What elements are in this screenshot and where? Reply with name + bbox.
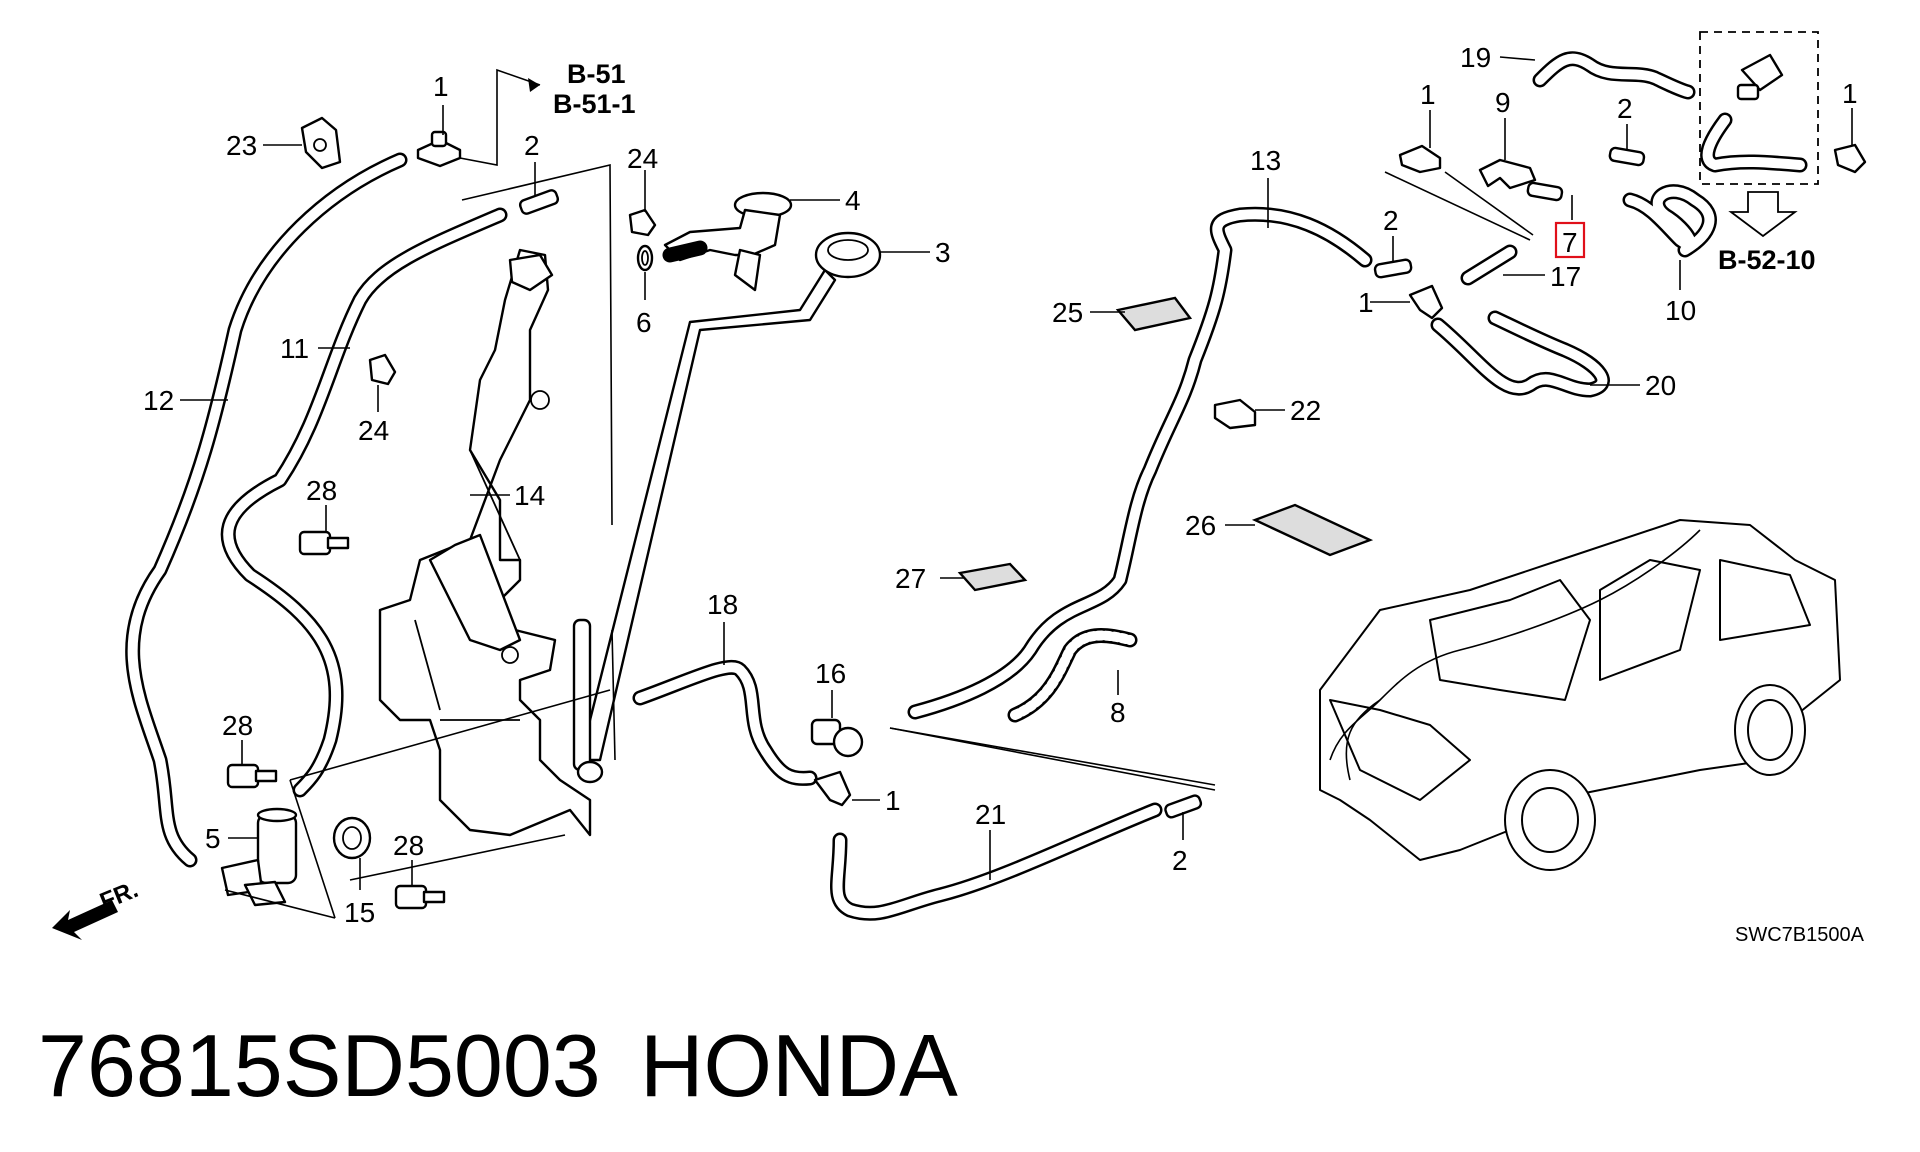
label-14: 14 (514, 480, 545, 511)
label-16: 16 (815, 658, 846, 689)
footer-part-number: 76815SD5003 (38, 1016, 601, 1115)
cap-3 (814, 231, 882, 279)
label-18: 18 (707, 589, 738, 620)
hose-20 (1430, 310, 1610, 398)
hose-17 (1460, 244, 1518, 286)
label-28b: 28 (222, 710, 253, 741)
label-23: 23 (226, 130, 257, 161)
pad-26 (1251, 503, 1374, 557)
clip-23 (300, 116, 342, 170)
label-2c: 2 (1383, 205, 1399, 236)
connector-2c (1373, 258, 1413, 279)
pump-5 (220, 807, 298, 907)
label-28a: 28 (306, 475, 337, 506)
label-6: 6 (636, 307, 652, 338)
hose-19 (1532, 51, 1696, 100)
filler-neck-4 (662, 191, 793, 292)
label-28c: 28 (393, 830, 424, 861)
label-17: 17 (1550, 261, 1581, 292)
label-12: 12 (143, 385, 174, 416)
label-19: 19 (1460, 42, 1491, 73)
clip-24b (368, 353, 397, 386)
o-ring-6 (636, 244, 654, 272)
joint-1b (813, 770, 852, 807)
label-13: 13 (1250, 145, 1281, 176)
car-illustration (1319, 519, 1841, 871)
joint-1a (416, 130, 462, 168)
connector-7 (1526, 181, 1564, 202)
label-26: 26 (1185, 510, 1216, 541)
bolt-28b (226, 763, 278, 789)
diagram-code: SWC7B1500A (1735, 924, 1865, 946)
connector-2d (1608, 146, 1646, 167)
corrugated-tube-8 (1007, 628, 1138, 723)
hose-13 (907, 206, 1373, 720)
label-9: 9 (1495, 87, 1511, 118)
pad-25 (1115, 296, 1193, 332)
clip-24a (628, 208, 657, 237)
label-8: 8 (1110, 697, 1126, 728)
label-4: 4 (845, 185, 861, 216)
pad-27 (957, 562, 1028, 592)
hose-11 (220, 207, 508, 798)
washer-tank (378, 248, 592, 837)
hose-21 (830, 802, 1163, 921)
label-15: 15 (344, 897, 375, 928)
inset-nozzle (1699, 31, 1819, 185)
grommet-16 (810, 718, 864, 758)
label-5: 5 (205, 823, 221, 854)
joint-9 (1478, 158, 1537, 190)
label-7: 7 (1562, 227, 1578, 258)
ref-fr: FR. (96, 876, 142, 916)
label-2d: 2 (1617, 93, 1633, 124)
label-11: 11 (280, 333, 309, 364)
label-1e: 1 (1842, 78, 1858, 109)
grommet-15 (332, 816, 372, 860)
label-1b: 1 (885, 785, 901, 816)
joint-1d (1398, 144, 1442, 174)
joint-1c (1408, 284, 1444, 320)
joint-1e (1833, 143, 1867, 174)
connector-2b (1164, 794, 1203, 819)
label-1c: 1 (1358, 287, 1374, 318)
highlight-box-7 (1554, 221, 1586, 259)
filler-rod (572, 268, 837, 784)
label-25: 25 (1052, 297, 1083, 328)
label-24a: 24 (627, 143, 658, 174)
ref-b511: B-51-1 (553, 89, 636, 119)
part-labels: 1 23 2 24 4 3 6 12 11 24 14 28 28 5 15 2… (143, 42, 1858, 928)
label-20: 20 (1645, 370, 1676, 401)
hose-18 (632, 659, 818, 786)
bolt-28c (394, 884, 446, 910)
label-1a: 1 (433, 71, 449, 102)
label-2b: 2 (1172, 845, 1188, 876)
footer-brand: HONDA (640, 1016, 958, 1115)
label-21: 21 (975, 799, 1006, 830)
label-1d: 1 (1420, 79, 1436, 110)
label-22: 22 (1290, 395, 1321, 426)
label-2a: 2 (524, 130, 540, 161)
clamp-22 (1213, 398, 1257, 430)
hose-inset (1700, 112, 1808, 173)
leader-lines (52, 56, 1853, 940)
label-24b: 24 (358, 415, 389, 446)
ref-b51: B-51 (567, 59, 626, 89)
connector-2a (518, 189, 560, 215)
bolt-28a (298, 530, 350, 556)
label-27: 27 (895, 563, 926, 594)
label-10: 10 (1665, 295, 1696, 326)
ref-b5210: B-52-10 (1718, 245, 1816, 275)
hose-12 (125, 152, 408, 868)
label-3: 3 (935, 237, 951, 268)
hose-10 (1622, 184, 1717, 258)
